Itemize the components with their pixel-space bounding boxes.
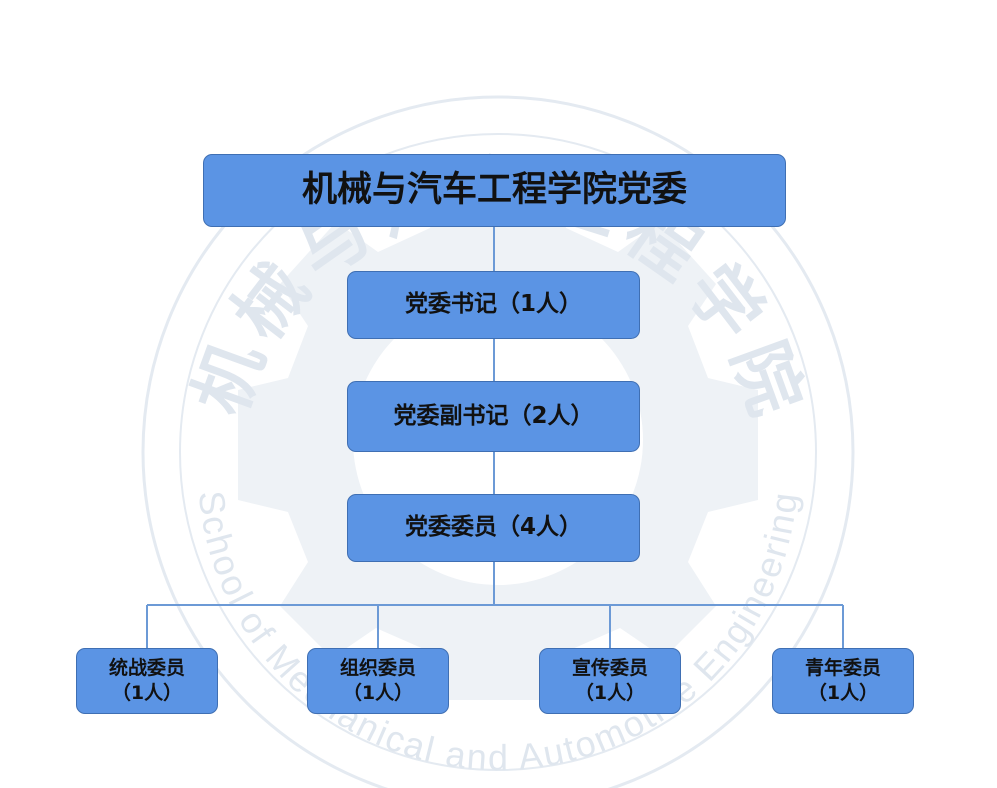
united-front-member-title: 统战委员 [108,657,185,680]
secretary-label: 党委书记（1人） [404,291,582,318]
deputy-secretary-node: 党委副书记（2人） [347,381,640,452]
united-front-member-node: 统战委员 （1人） [76,648,218,714]
organization-member-title: 组织委员 [339,657,416,680]
committee-members-node: 党委委员（4人） [347,494,640,562]
organization-member-count: （1人） [342,682,414,704]
secretary-node: 党委书记（1人） [347,271,640,339]
youth-member-node: 青年委员 （1人） [772,648,914,714]
publicity-member-count: （1人） [574,682,646,704]
publicity-member-node: 宣传委员 （1人） [539,648,681,714]
youth-member-count: （1人） [807,682,879,704]
committee-members-label: 党委委员（4人） [404,514,582,541]
party-committee-label: 机械与汽车工程学院党委 [301,169,687,210]
publicity-member-title: 宣传委员 [571,657,648,680]
united-front-member-count: （1人） [111,682,183,704]
deputy-secretary-label: 党委副书记（2人） [393,402,594,429]
party-committee-node: 机械与汽车工程学院党委 [203,154,786,227]
organization-member-node: 组织委员 （1人） [307,648,449,714]
youth-member-title: 青年委员 [804,657,881,680]
